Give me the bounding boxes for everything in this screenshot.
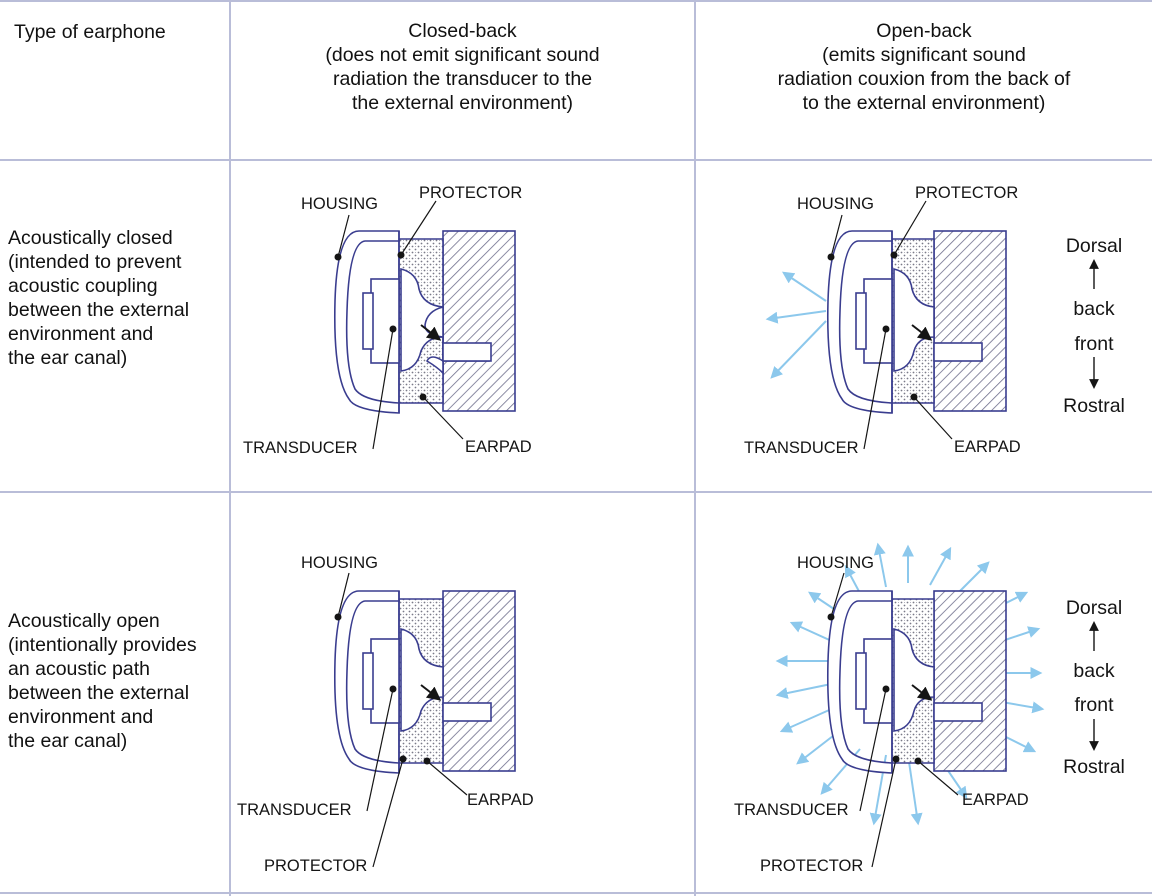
label-earpad: EARPAD <box>465 438 532 456</box>
closed-back-desc-line: (does not emit significant sound <box>325 44 600 66</box>
grid-line-header-bottom <box>0 159 1152 161</box>
label-protector: PROTECTOR <box>915 184 1018 202</box>
grid-line-bottom <box>0 892 1152 894</box>
open-back-heading: Open-back (emits significant sound radia… <box>696 19 1152 115</box>
closed-back-desc-line: radiation the transducer to the <box>332 68 593 90</box>
earphone-cross-section <box>826 590 1007 774</box>
row-label-acoustically-open: Acoustically open (intentionally provide… <box>8 610 197 752</box>
open-back-desc-line: radiation couxion from the back of <box>777 68 1071 90</box>
label-earpad: EARPAD <box>467 791 534 809</box>
label-transducer: TRANSDUCER <box>243 439 358 457</box>
label-housing: HOUSING <box>797 195 874 213</box>
diagram-closed-back-acoustically-closed: HOUSING PROTECTOR TRANSDUCER EARPAD <box>231 161 694 491</box>
closed-back-title: Closed-back <box>408 20 517 42</box>
label-housing: HOUSING <box>301 195 378 213</box>
orientation-indicator: Dorsal back front Rostral <box>1063 235 1125 417</box>
orientation-front: front <box>1074 333 1114 355</box>
label-housing: HOUSING <box>301 554 378 572</box>
orientation-rostral: Rostral <box>1063 756 1125 778</box>
open-back-desc-line: (emits significant sound <box>822 44 1026 66</box>
grid-line-row-divider <box>0 491 1152 493</box>
diagram-open-back-acoustically-closed: HOUSING PROTECTOR TRANSDUCER EARPAD Dors… <box>696 161 1152 491</box>
earphone-cross-section <box>826 230 1007 414</box>
label-protector: PROTECTOR <box>264 857 367 875</box>
internal-sound-arrow <box>911 324 933 341</box>
label-protector: PROTECTOR <box>419 184 522 202</box>
label-transducer: TRANSDUCER <box>237 801 352 819</box>
closed-back-heading: Closed-back (does not emit significant s… <box>231 19 694 115</box>
orientation-back: back <box>1073 660 1114 682</box>
earphone-cross-section <box>333 590 516 774</box>
label-housing: HOUSING <box>797 554 874 572</box>
internal-sound-arrow <box>420 324 442 341</box>
diagram-closed-back-acoustically-open: HOUSING TRANSDUCER EARPAD PROTECTOR <box>231 493 694 892</box>
label-earpad: EARPAD <box>954 438 1021 456</box>
grid-line-col2 <box>694 0 696 896</box>
open-back-title: Open-back <box>876 20 972 42</box>
orientation-rostral: Rostral <box>1063 395 1125 417</box>
sound-radiation-arrows-back <box>765 271 827 379</box>
internal-sound-arrow <box>911 684 933 701</box>
label-transducer: TRANSDUCER <box>744 439 859 457</box>
closed-back-desc-line: the external environment) <box>351 92 574 114</box>
label-transducer: TRANSDUCER <box>734 801 849 819</box>
label-earpad: EARPAD <box>962 791 1029 809</box>
orientation-front: front <box>1074 694 1114 716</box>
grid-line-col1 <box>229 0 231 896</box>
orientation-dorsal: Dorsal <box>1066 235 1122 257</box>
orientation-back: back <box>1073 298 1114 320</box>
internal-sound-arrow <box>420 684 442 701</box>
diagram-open-back-acoustically-open: HOUSING TRANSDUCER EARPAD PROTECTOR Dors… <box>696 493 1152 892</box>
label-protector: PROTECTOR <box>760 857 863 875</box>
type-of-earphone-heading: Type of earphone <box>14 21 166 43</box>
open-back-desc-line: to the external environment) <box>802 92 1046 114</box>
earphone-cross-section <box>333 230 516 414</box>
row-label-acoustically-closed: Acoustically closed (intended to prevent… <box>8 227 190 369</box>
orientation-indicator: Dorsal back front Rostral <box>1063 597 1125 778</box>
orientation-dorsal: Dorsal <box>1066 597 1122 619</box>
grid-line-top <box>0 0 1152 2</box>
